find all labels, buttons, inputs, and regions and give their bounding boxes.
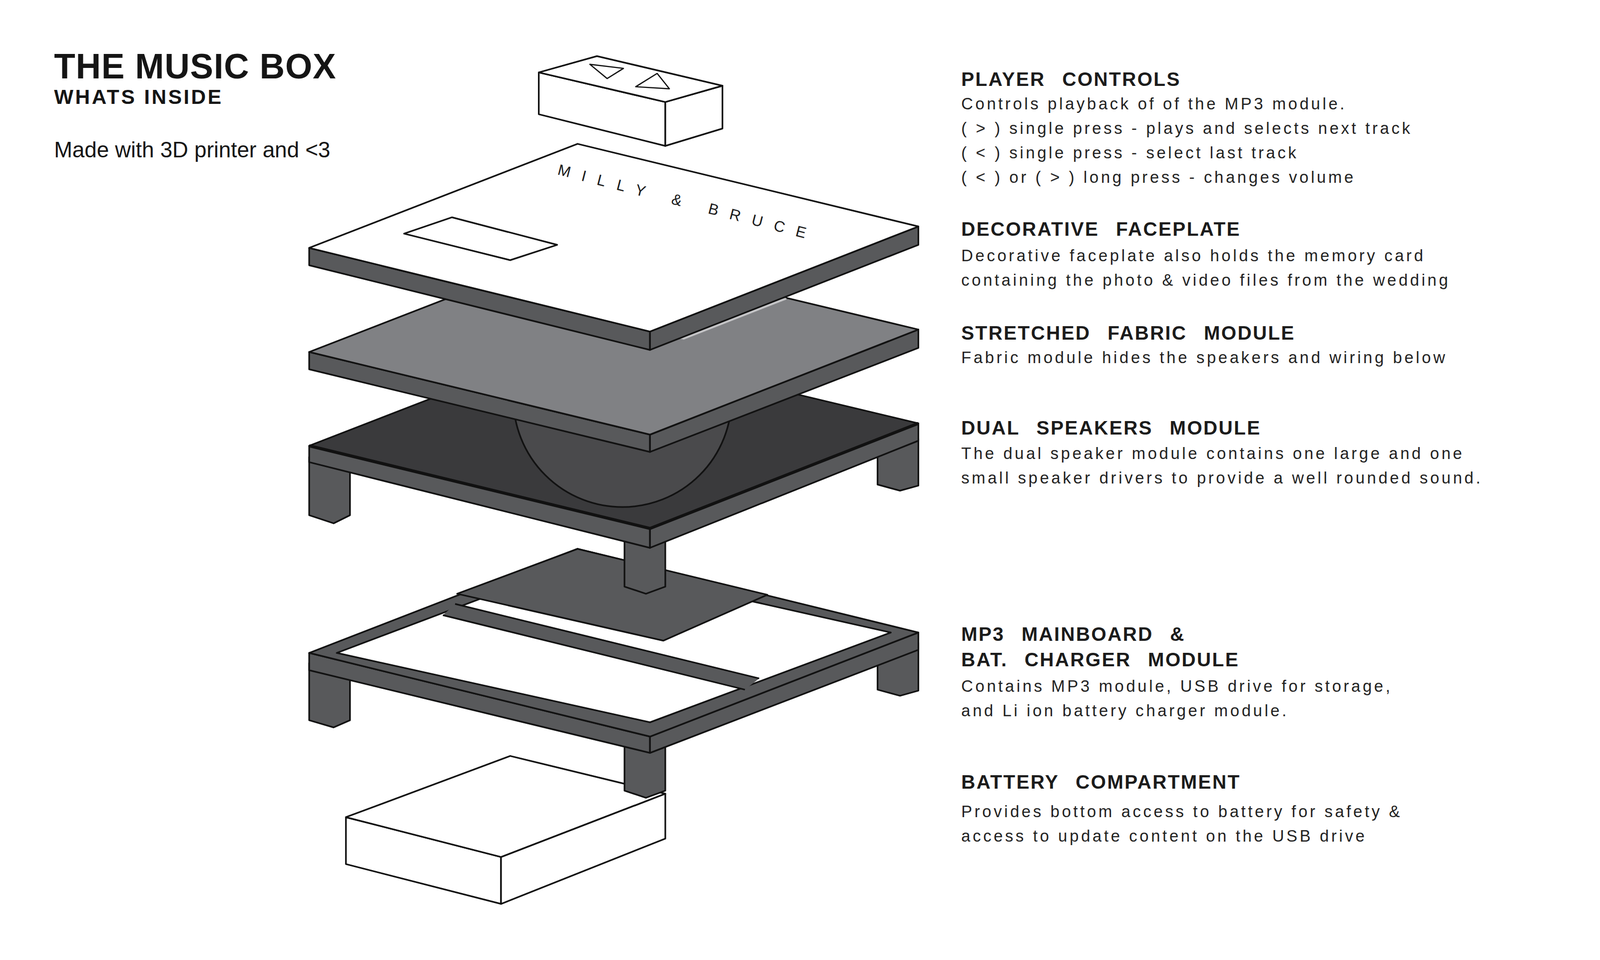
section-text: ( < ) single press - select last track	[961, 140, 1299, 166]
section-text: Controls playback of of the MP3 module.	[961, 91, 1347, 117]
section-heading: STRETCHED FABRIC MODULE	[961, 320, 1296, 346]
section-heading: DECORATIVE FACEPLATE	[961, 216, 1241, 242]
section-heading: MP3 MAINBOARD & BAT. CHARGER MODULE	[961, 621, 1248, 673]
section-text: Fabric module hides the speakers and wir…	[961, 345, 1448, 371]
section-text: ( > ) single press - plays and selects n…	[961, 116, 1413, 141]
card-window	[404, 217, 557, 261]
crossbar-edge	[443, 615, 746, 690]
faceplate-top	[309, 143, 919, 332]
button-symbol	[589, 64, 624, 79]
frame-crossbar	[443, 603, 760, 690]
section-heading: BATTERY COMPARTMENT	[961, 769, 1241, 795]
section-heading: PLAYER CONTROLS	[961, 66, 1181, 92]
section-heading: DUAL SPEAKERS MODULE	[961, 415, 1261, 441]
frame-top	[309, 548, 919, 737]
section-text: Provides bottom access to battery for sa…	[961, 799, 1426, 849]
section-text: ( < ) or ( > ) long press - changes volu…	[961, 165, 1356, 190]
button-symbol	[635, 73, 670, 89]
section-text: The dual speaker module contains one lar…	[961, 441, 1574, 491]
section-text: Decorative faceplate also holds the memo…	[961, 243, 1477, 293]
note: Made with 3D printer and <3	[53, 136, 331, 164]
controls-top	[538, 55, 723, 102]
page-title: THE MUSIC BOX	[53, 46, 337, 86]
battery-top	[345, 755, 665, 857]
subtitle: WHATS INSIDE	[53, 84, 223, 110]
section-text: Contains MP3 module, USB drive for stora…	[961, 674, 1411, 724]
crossbar-edge	[455, 603, 760, 679]
